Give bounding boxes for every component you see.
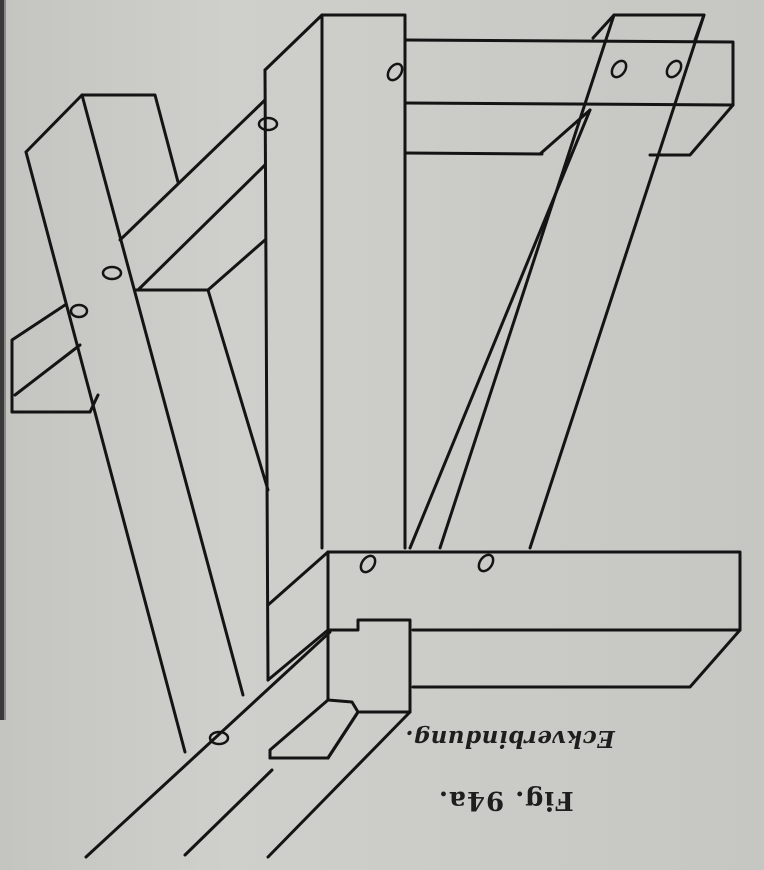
left-cross-strut [10, 98, 270, 492]
bolt-holes [69, 59, 683, 746]
bolt-hole-icon [359, 554, 377, 574]
bolt-hole-icon [69, 303, 89, 319]
central-post [263, 13, 407, 682]
bolt-hole-icon [386, 62, 404, 82]
page-binding-edge [0, 0, 4, 720]
bolt-hole-icon [477, 553, 495, 573]
figure-caption: Eckverbindung. [405, 725, 615, 752]
foreground-sill [84, 630, 412, 859]
front-lower-beam [266, 550, 742, 689]
top-rear-beam [403, 38, 735, 157]
figure-label: Fig. 94a. [438, 785, 574, 815]
bolt-hole-icon [101, 265, 123, 281]
bolt-hole-icon [665, 59, 683, 79]
right-diagonal-brace [408, 13, 706, 550]
left-slanted-post [24, 93, 245, 754]
page-binding-shadow [4, 0, 6, 720]
tenon-joint [268, 618, 412, 760]
bolt-hole-icon [208, 730, 230, 746]
bolt-hole-icon [257, 116, 279, 132]
bolt-hole-icon [610, 59, 628, 79]
